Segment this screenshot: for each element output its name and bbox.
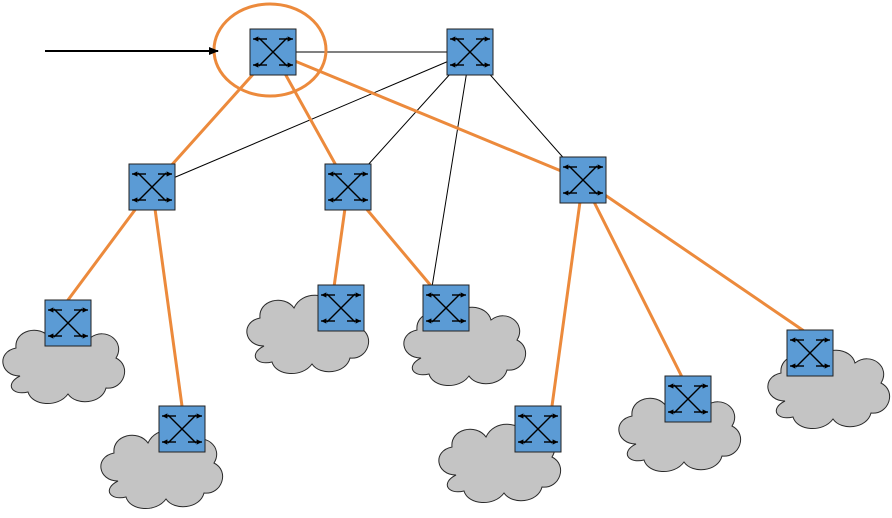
tree-link-s5-s10 (550, 178, 585, 408)
tree-link-s1-s5 (271, 50, 585, 182)
cloud-icon (2, 324, 126, 404)
tree-link-s3-s7 (150, 185, 184, 408)
switch-s2 (446, 28, 494, 76)
tree-link-s5-s11 (581, 178, 684, 379)
switch-s4 (324, 163, 372, 211)
switch-s6 (44, 299, 92, 347)
switch-s5 (559, 156, 607, 204)
switch-s7 (158, 405, 206, 453)
switch-s3 (128, 163, 176, 211)
switch-s1 (249, 28, 297, 76)
switch-s10 (514, 405, 562, 453)
switch-s11 (664, 375, 712, 423)
switch-s12 (786, 329, 834, 377)
switch-s8 (317, 284, 365, 332)
cloud-s6 (2, 324, 126, 404)
tree-link-s5-s12 (581, 178, 806, 333)
redundant-link-s2-s9 (431, 51, 471, 288)
switch-s9 (422, 284, 470, 332)
switches-layer (44, 28, 834, 453)
